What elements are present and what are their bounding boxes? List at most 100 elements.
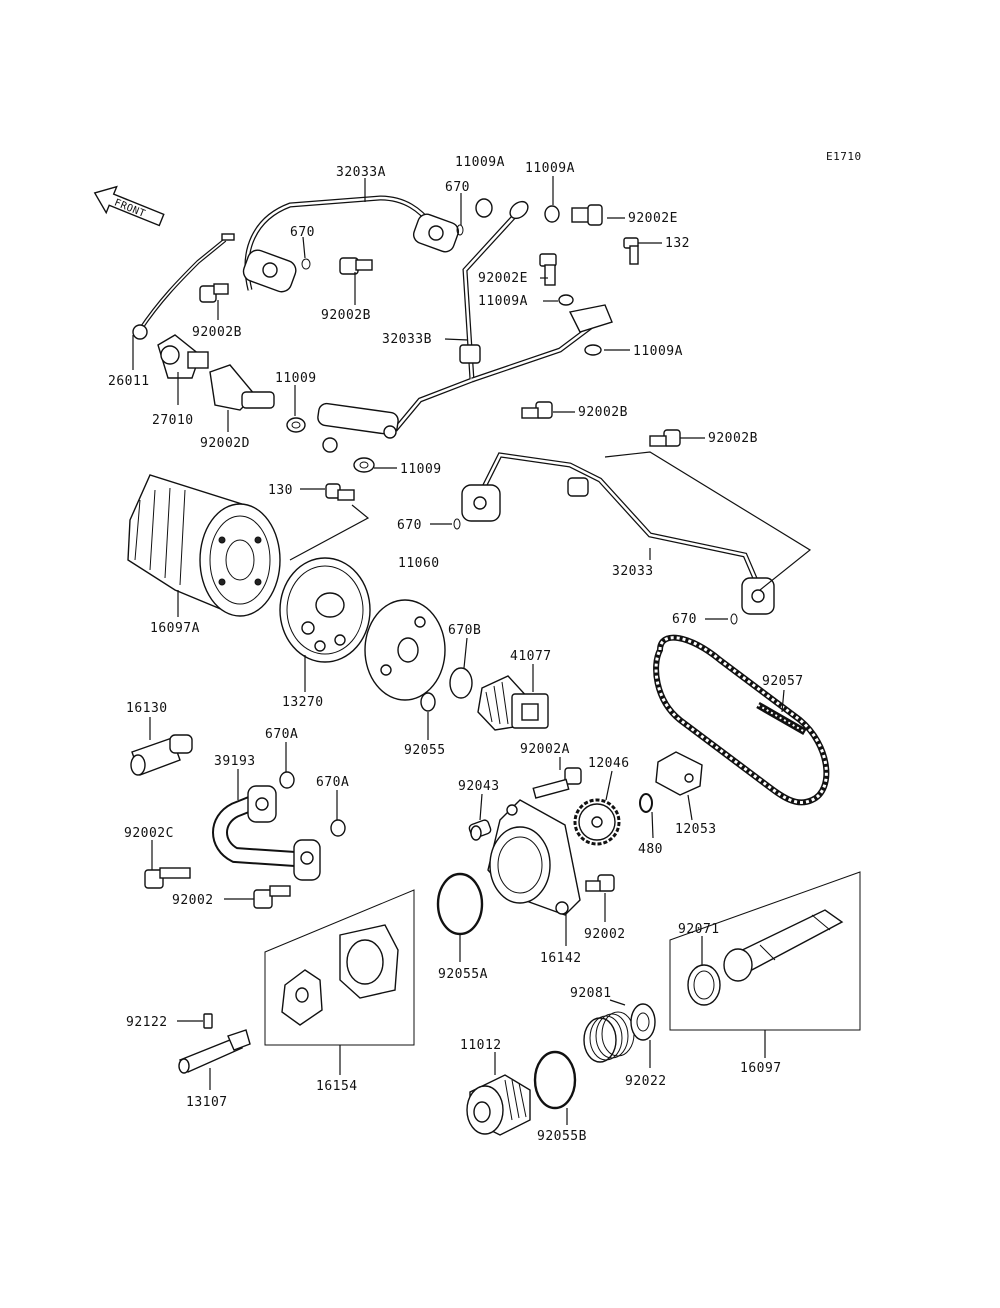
label-27010: 27010 [152, 413, 194, 428]
lead-wire-26011 [132, 233, 235, 340]
label-11009A-mid: 11009A [478, 294, 528, 309]
oil-pump-body-16142 [487, 799, 581, 916]
label-16130: 16130 [126, 701, 168, 716]
bolt-92002B-mid [339, 257, 373, 275]
relief-valve-41077 [477, 675, 549, 731]
oil-pressure-switch-27010 [157, 334, 209, 379]
label-92043: 92043 [458, 779, 500, 794]
label-670A-a: 670A [265, 727, 298, 742]
washer-92022 [630, 1003, 656, 1041]
label-11060: 11060 [398, 556, 440, 571]
label-92002-right: 92002 [584, 927, 626, 942]
spring-92081 [583, 1011, 635, 1063]
oil-pipe-39193 [212, 785, 321, 881]
chain-guide-12053 [655, 751, 703, 796]
label-13107: 13107 [186, 1095, 228, 1110]
bolt-92002B-r1 [521, 401, 553, 419]
oring-92055 [420, 692, 436, 712]
oring-670-left [301, 258, 311, 270]
bolt-92002A [532, 767, 582, 799]
label-11009A-top: 11009A [455, 155, 505, 170]
label-92055: 92055 [404, 743, 446, 758]
label-32033B: 32033B [382, 332, 432, 347]
oring-670B [449, 667, 473, 699]
label-11009-b: 11009 [400, 462, 442, 477]
bolt-92002-left [253, 885, 291, 909]
label-670-right: 670 [672, 612, 697, 627]
pin-92043 [468, 819, 492, 841]
washer-11009A-low [584, 344, 602, 356]
bolt-132 [623, 237, 639, 265]
pin-92122 [203, 1013, 213, 1029]
label-92081: 92081 [570, 986, 612, 1001]
label-16097A: 16097A [150, 621, 200, 636]
label-130: 130 [268, 483, 293, 498]
label-12053: 12053 [675, 822, 717, 837]
oring-92055B [533, 1050, 577, 1110]
label-92002B-r2: 92002B [708, 431, 758, 446]
bolt-92002E-mid [539, 253, 557, 286]
label-16142: 16142 [540, 951, 582, 966]
label-11009-a: 11009 [275, 371, 317, 386]
label-92122: 92122 [126, 1015, 168, 1030]
strainer-group-box [669, 871, 861, 1031]
bolt-92002E-top [571, 204, 603, 226]
label-92002A: 92002A [520, 742, 570, 757]
part-labels: 32033A 11009A 11009A 670 670 92002E 132 … [108, 155, 804, 1144]
pipe-fitting-16130 [130, 734, 193, 776]
oring-670A-b [330, 819, 346, 837]
label-26011: 26011 [108, 374, 150, 389]
bolt-92002B-r2 [649, 429, 681, 447]
label-92057: 92057 [762, 674, 804, 689]
oring-670-mid [453, 518, 461, 530]
label-92055B: 92055B [537, 1129, 587, 1144]
sprocket-12046 [573, 798, 621, 846]
bolt-92002D [209, 364, 275, 411]
filter-cover-13270 [279, 557, 371, 663]
plug-11012 [466, 1074, 531, 1136]
label-16154: 16154 [316, 1079, 358, 1094]
bolt-92002B-left [199, 283, 229, 303]
label-92071: 92071 [678, 922, 720, 937]
oil-pipe-32033B [317, 200, 613, 453]
label-13270: 13270 [282, 695, 324, 710]
label-670-left: 670 [290, 225, 315, 240]
label-32033: 32033 [612, 564, 654, 579]
shaft-13107 [178, 1029, 251, 1074]
label-92002E-mid: 92002E [478, 271, 528, 286]
label-16097: 16097 [740, 1061, 782, 1076]
label-11012: 11012 [460, 1038, 502, 1053]
label-32033A: 32033A [336, 165, 386, 180]
label-92002D: 92002D [200, 436, 250, 451]
oil-pipe-32033A [242, 195, 460, 293]
washer-11009A-right [544, 205, 560, 223]
front-arrow-icon: FRONT [93, 185, 165, 227]
label-670B: 670B [448, 623, 481, 638]
label-92002B-left: 92002B [192, 325, 242, 340]
oil-pipe-32033 [461, 452, 775, 615]
label-11009A-right: 11009A [525, 161, 575, 176]
label-670-mid: 670 [397, 518, 422, 533]
washer-11009A-mid [558, 294, 574, 306]
label-132: 132 [665, 236, 690, 251]
bolt-130 [325, 483, 355, 501]
label-92002E-top: 92002E [628, 211, 678, 226]
label-39193: 39193 [214, 754, 256, 769]
label-480: 480 [638, 842, 663, 857]
gasket-11060 [364, 599, 446, 701]
washer-11009A-top [475, 198, 493, 218]
oring-670-right [730, 613, 738, 625]
label-670-top: 670 [445, 180, 470, 195]
label-92002B-r1: 92002B [578, 405, 628, 420]
oring-670A-a [279, 771, 295, 789]
label-92002C: 92002C [124, 826, 174, 841]
label-41077: 41077 [510, 649, 552, 664]
circlip-480 [639, 793, 653, 813]
drive-chain-92057 [653, 634, 830, 806]
washer-11009-b [353, 457, 375, 473]
oring-670-top [456, 224, 464, 236]
rotor-group-box [264, 889, 415, 1046]
oil-filter-16097A [127, 474, 281, 617]
bolt-92002-right [585, 874, 615, 892]
